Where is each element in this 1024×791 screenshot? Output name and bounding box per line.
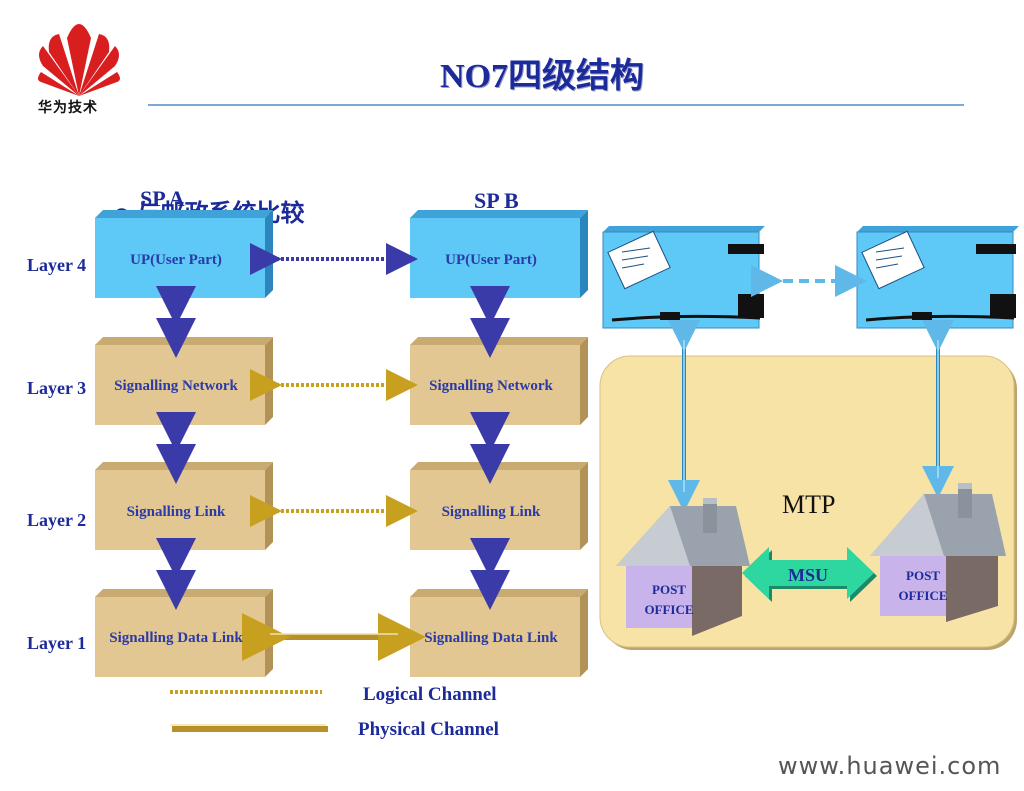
- post-office-left-line1: POST: [652, 582, 686, 597]
- stack-b-network-label: Signalling Network: [429, 378, 553, 394]
- stack-a-datalink-label-wrap: Signalling Data Link: [95, 630, 257, 650]
- stack-a-datalink-box: [95, 589, 273, 677]
- physical-channel-layer1: [242, 613, 426, 661]
- stack-b-up-box: [410, 210, 588, 298]
- post-office-left-line2: OFFICE: [644, 602, 694, 617]
- stack-b-up-label-wrap: UP(User Part): [410, 252, 572, 272]
- legend-physical-line: [170, 724, 328, 732]
- letter-left: [602, 226, 765, 329]
- stack-a-link-label: Signalling Link: [126, 504, 226, 520]
- stack-a-network-box: [95, 337, 273, 425]
- huawei-logo: [38, 24, 120, 96]
- stack-a-network-label-wrap: Signalling Network: [95, 378, 257, 398]
- stack-b-datalink-label: Signalling Data Link: [424, 630, 558, 646]
- post-office-left-icon: [616, 498, 750, 636]
- stack-b-datalink-label-wrap: Signalling Data Link: [410, 630, 572, 650]
- layer-3-label: Layer 3: [27, 378, 87, 398]
- page-title: NO7四级结构: [440, 58, 644, 95]
- stack-a-network-label: Signalling Network: [114, 378, 238, 394]
- brand-name: 华为技术: [38, 100, 98, 116]
- msu-label: MSU: [788, 565, 828, 585]
- stack-a-up-box: [95, 210, 273, 298]
- post-office-right-line2: OFFICE: [898, 588, 948, 603]
- mtp-label: MTP: [782, 490, 836, 519]
- msu-arrow: [742, 547, 877, 602]
- stack-a: [95, 210, 273, 677]
- footer-url: www.huawei.com: [778, 752, 1002, 780]
- stack-b-network-label-wrap: Signalling Network: [410, 378, 572, 398]
- sp-a-label: SP A: [140, 186, 185, 211]
- legend-logical-label: Logical Channel: [363, 684, 497, 705]
- stack-b: [410, 210, 588, 677]
- stack-a-up-label: UP(User Part): [130, 252, 222, 268]
- layer-2-label: Layer 2: [27, 510, 87, 530]
- stack-a-up-label-wrap: UP(User Part): [95, 252, 257, 272]
- letter-right: [856, 226, 1019, 329]
- stack-a-datalink-label: Signalling Data Link: [109, 630, 243, 646]
- header-divider: [148, 104, 964, 106]
- stack-a-link-label-wrap: Signalling Link: [95, 504, 257, 524]
- layer-4-label: Layer 4: [27, 255, 87, 275]
- layer-1-label: Layer 1: [27, 633, 87, 653]
- stack-b-up-label: UP(User Part): [445, 252, 537, 268]
- legend-physical-label: Physical Channel: [358, 719, 499, 740]
- stack-b-link-label-wrap: Signalling Link: [410, 504, 572, 524]
- post-office-right-label: POST OFFICE: [888, 566, 958, 606]
- sp-b-label: SP B: [474, 188, 519, 213]
- post-office-right-line1: POST: [906, 568, 940, 583]
- post-office-left-label: POST OFFICE: [634, 580, 704, 620]
- post-office-right-icon: [870, 483, 1006, 622]
- stack-b-link-label: Signalling Link: [441, 504, 541, 520]
